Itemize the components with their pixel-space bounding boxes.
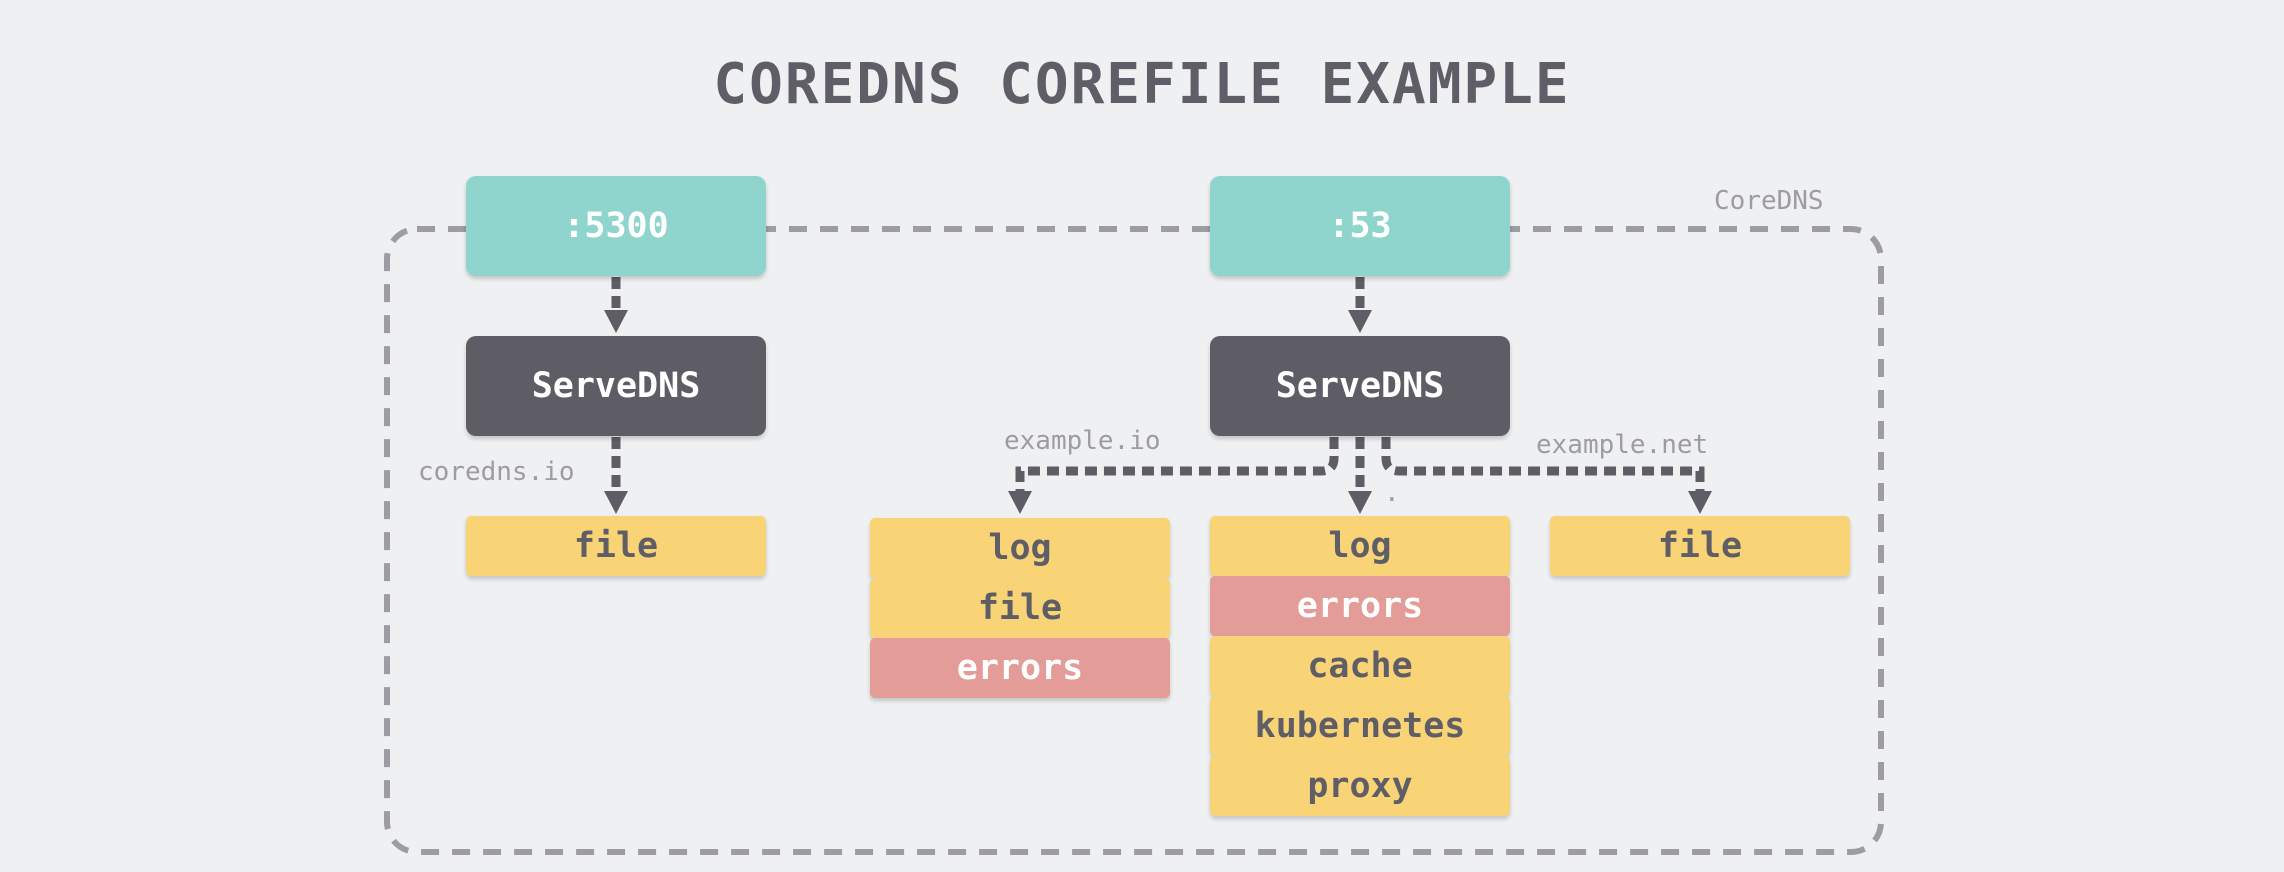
plugin-file: file (466, 516, 766, 576)
diagram-title: COREDNS COREFILE EXAMPLE (713, 52, 1571, 117)
plugin-file: file (1550, 516, 1850, 576)
arrowhead-53-servedns (1348, 310, 1372, 333)
container-label: CoreDNS (1714, 186, 1824, 216)
arrowhead-example-io (1008, 491, 1032, 514)
arrowhead-example-net (1688, 491, 1712, 514)
connector-servedns-to-example-net (1381, 437, 1705, 493)
plugin-log: log (1210, 516, 1510, 576)
plugin-errors: errors (870, 638, 1170, 698)
arrowhead-root-zone (1348, 491, 1372, 514)
arrowhead-servedns-file-left (604, 491, 628, 514)
servedns-handler-53: ServeDNS (1210, 336, 1510, 436)
zone-label-root: . (1384, 478, 1400, 508)
zone-label-example-io: example.io (1004, 426, 1161, 456)
plugin-cache: cache (1210, 636, 1510, 696)
zone-label-coredns-io: coredns.io (418, 457, 575, 487)
servedns-handler-5300: ServeDNS (466, 336, 766, 436)
plugin-file: file (870, 578, 1170, 638)
plugin-proxy: proxy (1210, 756, 1510, 816)
connector-servedns-to-example-io (1015, 437, 1339, 493)
server-port-5300: :5300 (466, 176, 766, 276)
coredns-container-border (384, 226, 1884, 855)
plugin-kubernetes: kubernetes (1210, 696, 1510, 756)
arrowhead-5300-servedns (604, 310, 628, 333)
plugin-errors: errors (1210, 576, 1510, 636)
server-port-53: :53 (1210, 176, 1510, 276)
zone-label-example-net: example.net (1536, 430, 1709, 460)
plugin-log: log (870, 518, 1170, 578)
